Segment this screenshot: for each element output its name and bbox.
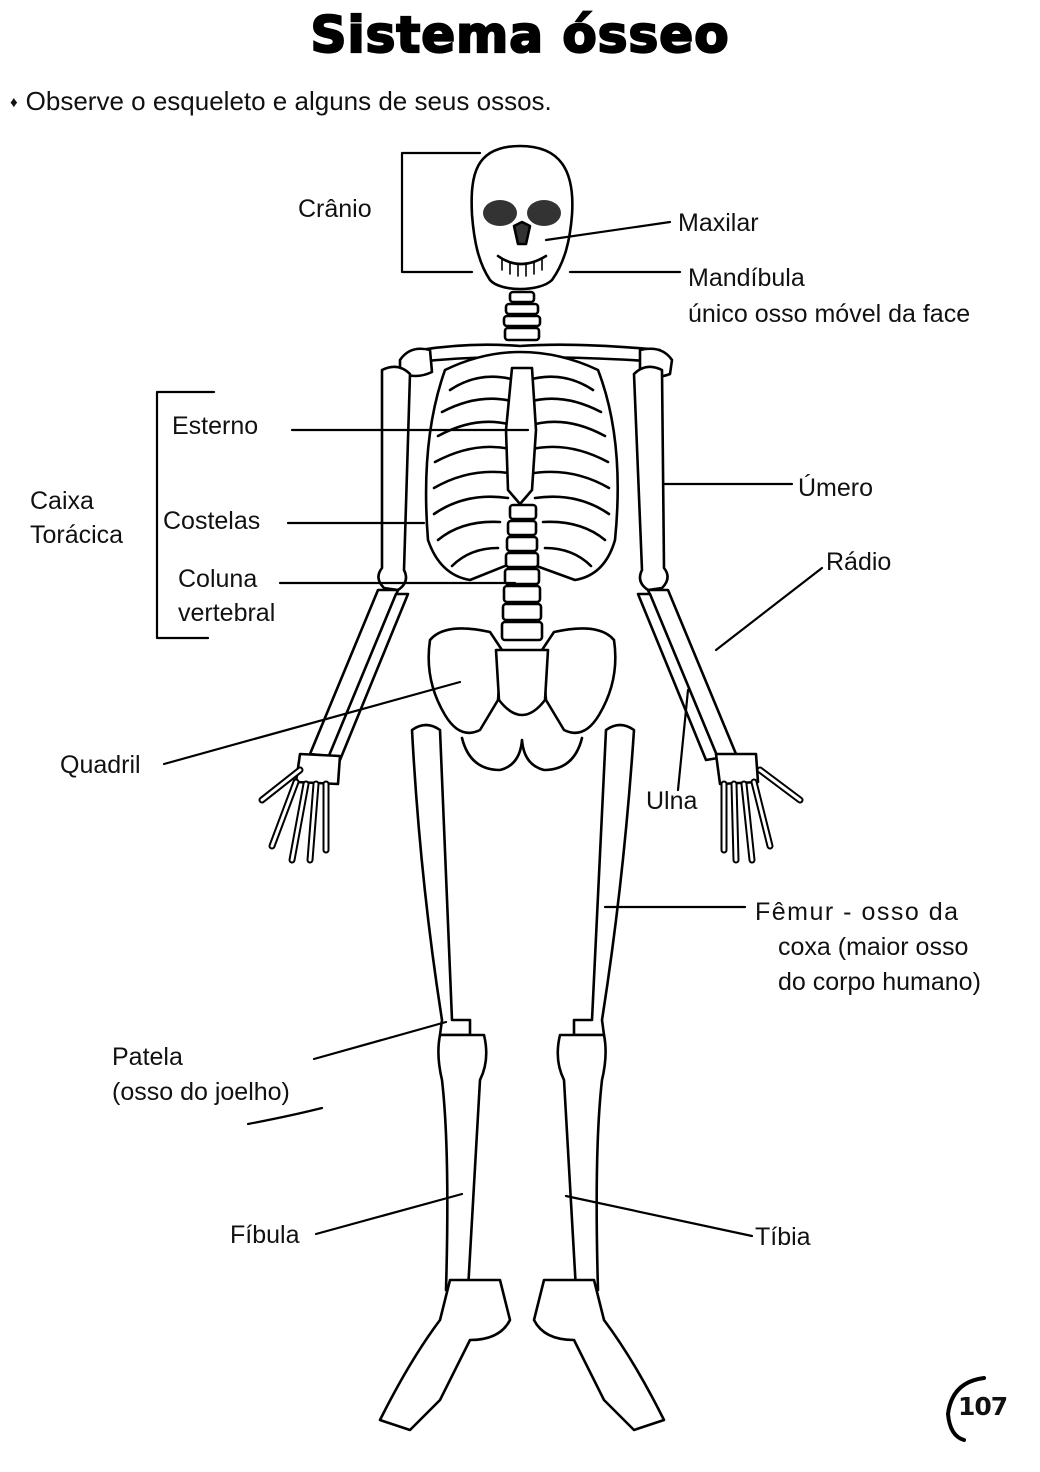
label-mandibula: Mandíbula xyxy=(688,264,805,292)
label-tibia: Tíbia xyxy=(755,1223,811,1251)
label-cranio: Crânio xyxy=(298,195,372,223)
maxilar-line xyxy=(544,220,672,242)
tibia-line xyxy=(564,1194,754,1238)
leader-lines xyxy=(155,151,824,1238)
label-femur-3: do corpo humano) xyxy=(778,968,981,996)
instruction: ♦ Observe o esqueleto e alguns de seus os… xyxy=(10,86,552,117)
label-caixa-2: Torácica xyxy=(30,521,124,549)
label-esterno: Esterno xyxy=(172,412,259,440)
right-leg xyxy=(532,723,666,1432)
ribcage xyxy=(424,350,619,582)
page-number-arc xyxy=(946,1376,986,1442)
page-title: Sistema ósseo xyxy=(309,5,730,65)
pelvis xyxy=(427,627,617,772)
neck-vertebrae xyxy=(502,290,542,342)
label-maxilar: Maxilar xyxy=(678,209,759,237)
label-umero: Úmero xyxy=(798,474,874,502)
label-patela-2: (osso do joelho) xyxy=(112,1078,290,1106)
label-patela-1: Patela xyxy=(112,1043,183,1071)
instruction-text: Observe o esqueleto e alguns de seus oss… xyxy=(25,86,552,116)
label-mandibula-note: único osso móvel da face xyxy=(688,300,971,328)
patela-underline xyxy=(246,1106,324,1126)
radio-line xyxy=(714,566,824,652)
right-arm xyxy=(632,365,804,864)
fibula-line xyxy=(314,1192,464,1236)
left-arm xyxy=(258,365,412,864)
label-femur-1: Fêmur - osso da xyxy=(755,898,960,926)
left-leg xyxy=(378,723,512,1432)
page-number: 107 xyxy=(958,1392,1008,1421)
spine xyxy=(500,503,544,642)
quadril-line xyxy=(162,680,462,766)
skull xyxy=(470,144,574,291)
patela-line xyxy=(312,1020,448,1061)
diamond-bullet-icon: ♦ xyxy=(10,94,18,111)
label-caixa-1: Caixa xyxy=(30,487,94,515)
label-quadril: Quadril xyxy=(60,751,141,779)
ulna-line xyxy=(676,688,690,792)
label-coluna-1: Coluna xyxy=(178,565,258,593)
label-ulna: Ulna xyxy=(646,787,698,815)
cranio-bracket xyxy=(400,151,482,274)
label-fibula: Fíbula xyxy=(230,1221,300,1249)
label-femur-2: coxa (maior osso xyxy=(778,933,969,961)
label-costelas: Costelas xyxy=(163,507,261,535)
label-radio: Rádio xyxy=(826,548,892,576)
label-coluna-2: vertebral xyxy=(178,599,276,627)
caixa-bracket xyxy=(155,390,216,640)
